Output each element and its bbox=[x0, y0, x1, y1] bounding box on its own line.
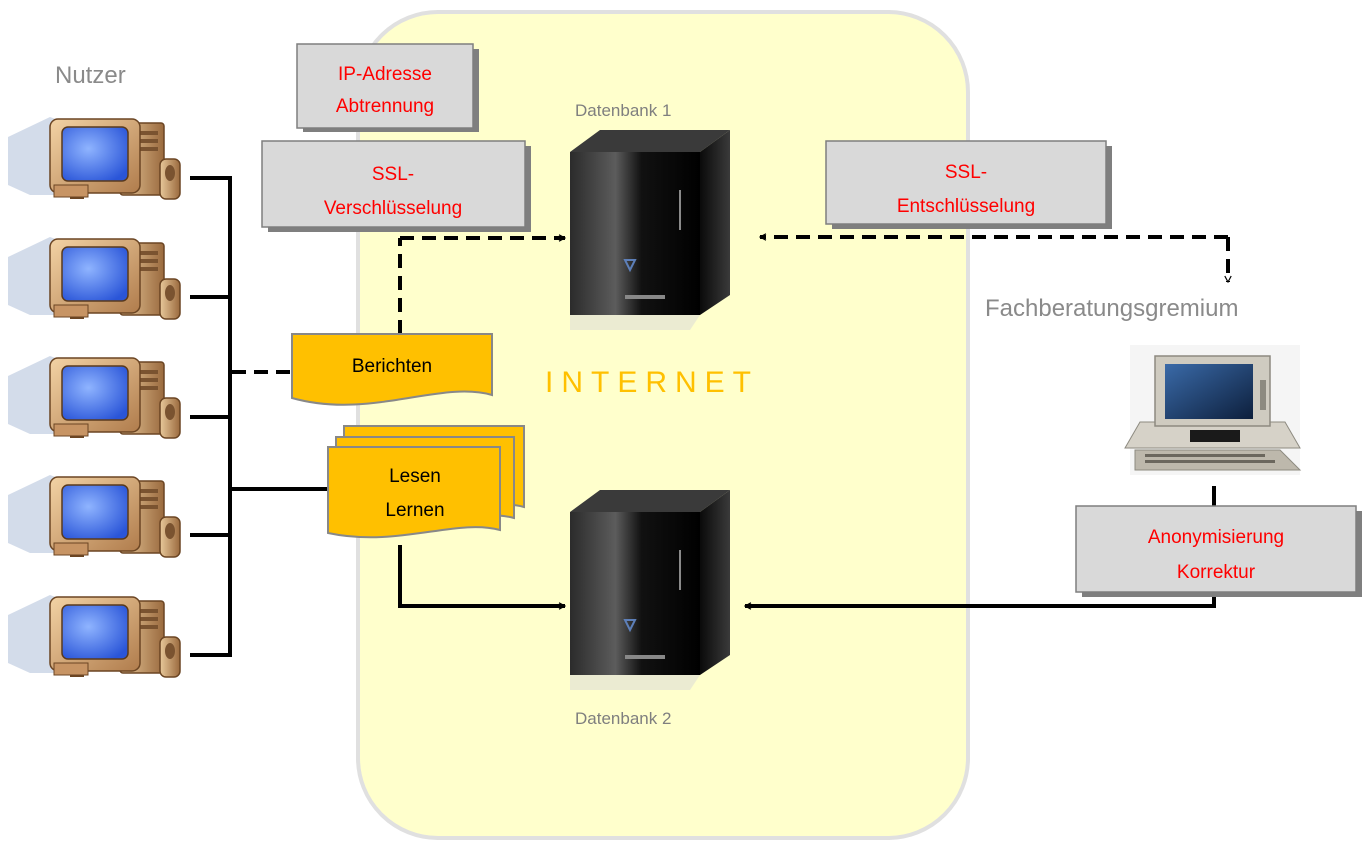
user-bus bbox=[190, 176, 330, 657]
anonym-line2: Korrektur bbox=[1177, 562, 1256, 583]
report-flow bbox=[398, 238, 565, 334]
database1-server-icon bbox=[569, 129, 731, 331]
users-label: Nutzer bbox=[55, 62, 126, 89]
committee-label: Fachberatungsgremium bbox=[985, 295, 1238, 322]
ssl-decrypt-box: SSL- Entschlüsselung bbox=[825, 140, 1112, 229]
ssl-decrypt-line1: SSL- bbox=[945, 162, 987, 183]
ip-box-line2: Abtrennung bbox=[336, 96, 434, 117]
read-learn-flow bbox=[398, 545, 565, 606]
user-pc-icon bbox=[7, 355, 181, 439]
database2-server-icon bbox=[569, 489, 731, 691]
user-pc-icon bbox=[7, 116, 181, 200]
ssl-encrypt-box: SSL- Verschlüsselung bbox=[261, 140, 531, 232]
report-label: Berichten bbox=[352, 356, 432, 377]
report-document: Berichten bbox=[291, 333, 493, 406]
ssl-encrypt-line1: SSL- bbox=[372, 164, 414, 185]
learn-label: Lernen bbox=[385, 500, 444, 521]
anonym-box: Anonymisierung Korrektur bbox=[1075, 505, 1362, 597]
internet-label: INTERNET bbox=[545, 366, 759, 399]
read-learn-documents: Lesen Lernen bbox=[327, 425, 525, 539]
committee-pc-icon bbox=[1124, 345, 1302, 475]
ssl-encrypt-line2: Verschlüsselung bbox=[324, 198, 462, 219]
correction-flow bbox=[745, 486, 1216, 606]
user-pc-icon bbox=[7, 474, 181, 558]
user-pc-icon bbox=[7, 594, 181, 678]
decrypt-flow bbox=[760, 237, 1228, 282]
user-pc-icon bbox=[7, 236, 181, 320]
ssl-decrypt-line2: Entschlüsselung bbox=[897, 196, 1035, 217]
database1-label: Datenbank 1 bbox=[575, 101, 671, 120]
ip-box-line1: IP-Adresse bbox=[338, 64, 432, 85]
database2-label: Datenbank 2 bbox=[575, 709, 671, 728]
ip-box: IP-Adresse Abtrennung bbox=[296, 43, 479, 132]
anonym-line1: Anonymisierung bbox=[1148, 527, 1284, 548]
read-label: Lesen bbox=[389, 466, 441, 487]
